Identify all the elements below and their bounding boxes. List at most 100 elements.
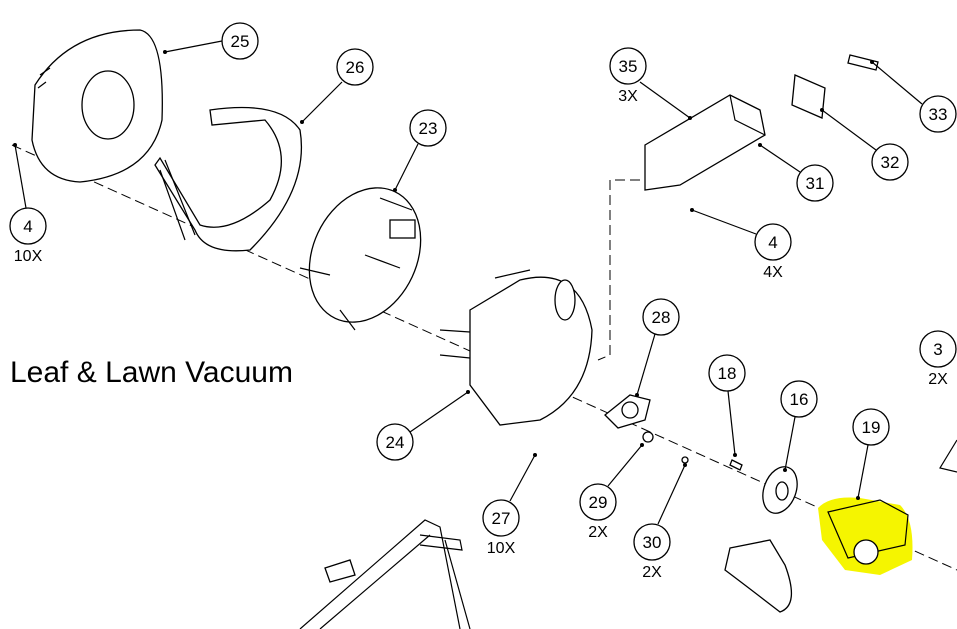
- highlight-region: [818, 497, 913, 575]
- callout-number: 35: [619, 57, 638, 76]
- callout-number: 3: [933, 340, 942, 359]
- callout-c29: 29 2X: [579, 443, 644, 541]
- callout-c27: 27 10X: [482, 453, 537, 557]
- callout-number: 30: [643, 533, 662, 552]
- callout-c28: 28: [635, 298, 680, 397]
- part-30-nut: [681, 456, 689, 464]
- callout-number: 26: [346, 58, 365, 77]
- callout-circle: [9, 207, 47, 245]
- leader-dot: [690, 208, 694, 212]
- part-29-washer: [642, 431, 654, 443]
- callout-number: 28: [652, 308, 671, 327]
- callout-number: 18: [718, 364, 737, 383]
- callout-circle: [754, 223, 792, 261]
- leader-line: [164, 40, 223, 53]
- leader-line: [691, 209, 757, 235]
- part-16-pulley: [762, 466, 798, 514]
- leader-dot: [640, 443, 644, 447]
- callout-circle: [642, 298, 680, 336]
- callout-circle: [633, 523, 671, 561]
- leader-line: [509, 454, 536, 502]
- part-3-edge: [939, 439, 957, 473]
- callout-number: 19: [862, 418, 881, 437]
- callout-number: 27: [492, 509, 511, 528]
- callout-circle: [871, 143, 909, 181]
- leader-line: [409, 391, 469, 433]
- callout-c31: 31: [758, 143, 834, 202]
- leader-line: [821, 109, 877, 151]
- part-33-bracket: [847, 54, 879, 71]
- callout-c16: 16: [780, 380, 818, 472]
- callout-number: 23: [419, 119, 438, 138]
- part-25-housing-cover: [31, 29, 163, 183]
- leader-dot: [683, 463, 687, 467]
- callout-circle: [796, 164, 834, 202]
- callout-circle: [919, 95, 957, 133]
- callout-quantity: 2X: [928, 371, 948, 388]
- callout-number: 24: [386, 433, 405, 452]
- callout-c4a: 4 10X: [9, 143, 47, 265]
- leader-line: [759, 144, 801, 173]
- callout-number: 33: [929, 105, 948, 124]
- frame-tubes: [299, 519, 471, 629]
- leader-line: [301, 81, 343, 123]
- leader-dot: [13, 143, 17, 147]
- leader-line: [607, 444, 643, 487]
- leader-dot: [688, 116, 692, 120]
- leader-line: [871, 61, 923, 105]
- callout-quantity: 4X: [763, 264, 783, 281]
- callout-quantity: 2X: [588, 524, 608, 541]
- leader-dot: [783, 468, 787, 472]
- callout-c4b: 4 4X: [690, 208, 792, 281]
- leader-line: [657, 464, 686, 525]
- callout-circle: [852, 408, 890, 446]
- callout-c23: 23: [393, 109, 447, 192]
- callout-number: 32: [881, 153, 900, 172]
- leader-dot: [393, 188, 397, 192]
- callout-number: 4: [23, 217, 32, 236]
- callout-quantity: 10X: [487, 540, 516, 557]
- part-24-back-plate: [439, 269, 593, 426]
- callout-circle: [221, 22, 259, 60]
- leader-line: [639, 81, 691, 119]
- callout-c30: 30 2X: [633, 463, 687, 581]
- callout-number: 29: [589, 493, 608, 512]
- callout-number: 25: [231, 32, 250, 51]
- callout-quantity: 2X: [642, 564, 662, 581]
- callout-circle: [482, 499, 520, 537]
- part-32-flap: [791, 74, 826, 119]
- callout-circle: [409, 109, 447, 147]
- leader-dot: [466, 390, 470, 394]
- callout-circle: [780, 380, 818, 418]
- callout-c25: 25: [163, 22, 259, 60]
- part-28-bearing: [604, 394, 651, 429]
- callout-c26: 26: [300, 48, 374, 124]
- callout-number: 4: [768, 233, 777, 252]
- leader-dot: [870, 60, 874, 64]
- callout-quantity: 10X: [14, 248, 43, 265]
- leader-dot: [635, 393, 639, 397]
- callout-circle: [609, 47, 647, 85]
- leader-line: [727, 390, 736, 456]
- callout-c19: 19: [852, 408, 890, 500]
- leader-dot: [856, 496, 860, 500]
- fastener-axis: [597, 179, 640, 361]
- leader-dot: [533, 453, 537, 457]
- leader-line: [857, 444, 869, 499]
- leader-dot: [300, 120, 304, 124]
- lower-shield: [724, 539, 792, 613]
- callout-c33: 33: [870, 60, 957, 133]
- leader-dot: [820, 108, 824, 112]
- callout-circle: [919, 330, 957, 368]
- callout-number: 31: [806, 174, 825, 193]
- part-23-impeller: [299, 187, 422, 331]
- part-18-key: [729, 459, 743, 471]
- part-31-chute: [644, 94, 766, 191]
- callout-number: 16: [790, 390, 809, 409]
- leader-line: [784, 416, 796, 471]
- leader-line: [394, 143, 419, 191]
- callout-c3: 3 2X: [919, 330, 957, 388]
